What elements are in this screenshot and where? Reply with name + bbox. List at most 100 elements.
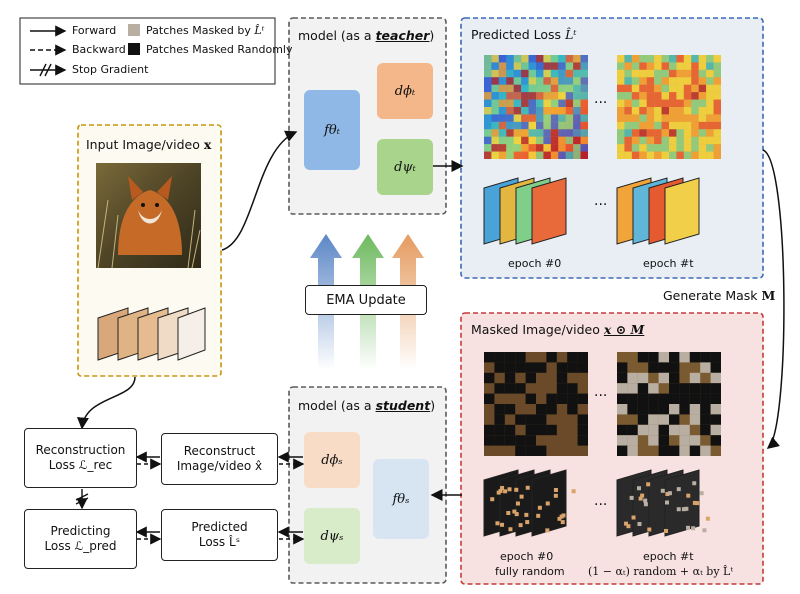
masked-patch <box>494 404 505 415</box>
heatmap-cell <box>521 136 529 145</box>
heatmap-cell <box>617 84 625 93</box>
masked-patch <box>484 424 495 436</box>
heatmap-cell <box>646 99 655 107</box>
heatmap-cell <box>580 99 588 107</box>
masked-patch-loss <box>648 414 659 425</box>
masked-patch <box>515 352 526 363</box>
heatmap-cell <box>498 99 507 107</box>
masked-patch <box>536 424 547 436</box>
heatmap-cell <box>521 107 529 115</box>
video-patch <box>498 488 503 493</box>
heatmap-cell <box>558 62 566 70</box>
heatmap-cell <box>624 99 632 107</box>
heatmap-cell <box>646 121 655 130</box>
heatmap-cell <box>646 151 655 159</box>
masked-patch <box>627 404 638 415</box>
heatmap-cell <box>631 92 640 100</box>
heatmap-cell <box>550 107 559 115</box>
reconstruct-box: Reconstruct Image/video x̂ <box>161 433 278 485</box>
masked-patch <box>689 383 701 394</box>
heatmap-cell <box>617 136 625 145</box>
video-patch <box>503 489 508 494</box>
masked-patch <box>637 383 649 394</box>
heatmap-cell <box>550 114 559 122</box>
video-patch <box>637 521 642 526</box>
heatmap-cell <box>543 107 551 115</box>
heatmap-cell <box>580 69 588 78</box>
masked-patch <box>494 435 505 446</box>
heatmap-cell <box>639 69 647 78</box>
heatmap-cell <box>498 107 507 115</box>
masked-patch <box>515 362 526 373</box>
masked-patch-loss <box>669 424 680 436</box>
video-patch <box>629 495 634 500</box>
heatmap-cell <box>706 121 714 130</box>
heatmap-cell <box>491 107 499 115</box>
heatmap-cell <box>706 151 714 159</box>
masked-patch <box>637 393 649 404</box>
masked-patch <box>504 383 516 394</box>
masked-patch <box>710 383 721 394</box>
heatmap-cell <box>506 62 514 70</box>
masked-patch <box>504 362 516 373</box>
heatmap-cell <box>558 114 566 122</box>
heatmap-cell <box>706 55 714 63</box>
heatmap-cell <box>654 77 662 85</box>
video-patch <box>636 486 641 491</box>
video-patch <box>692 481 697 486</box>
masked-patch <box>669 383 680 394</box>
heatmap-cell <box>646 92 655 100</box>
masked-patch <box>525 393 536 404</box>
heatmap-cell <box>536 136 544 145</box>
heatmap-cell <box>580 121 588 130</box>
heatmap-cell <box>550 99 559 107</box>
masked-video-epocht <box>616 469 710 537</box>
masked-patch <box>525 362 536 373</box>
masked-patch <box>658 435 669 446</box>
heatmap-cell <box>528 136 536 145</box>
heatmap-cell <box>550 62 559 70</box>
heatmap-cell <box>646 69 655 78</box>
video-patch <box>490 497 495 502</box>
heatmap-cell <box>573 84 581 93</box>
masked-epocht-label: epoch #t <box>643 550 694 563</box>
masked-patch <box>710 435 721 446</box>
heatmap-cell <box>513 62 522 70</box>
heatmap-cell <box>573 121 581 130</box>
heatmap-cell <box>506 77 514 85</box>
heatmap-cell <box>624 107 632 115</box>
heatmap-cell <box>550 55 559 63</box>
heatmap-cell <box>521 77 529 85</box>
heatmap-cell <box>491 62 499 70</box>
heatmap-cell <box>676 92 684 100</box>
heatmap-cell <box>654 114 662 122</box>
heatmap-cell <box>669 77 677 85</box>
heatmap-cell <box>617 77 625 85</box>
heatmap-cell <box>646 55 655 63</box>
heatmap-cell <box>691 144 699 152</box>
heatmap-cell <box>521 99 529 107</box>
video-patch <box>646 482 651 487</box>
masked-patch-loss <box>710 424 721 436</box>
video-patch <box>643 498 648 503</box>
masked-patch <box>484 393 495 404</box>
masked-patch <box>504 352 516 363</box>
generate-mask-label: Generate Mask M <box>663 288 776 303</box>
heatmap-cell <box>521 114 529 122</box>
video-patch <box>676 507 681 512</box>
heatmap-cell <box>573 69 581 78</box>
heatmap-cell <box>498 136 507 145</box>
heatmap-cell <box>683 55 692 63</box>
heatmap-cell <box>543 151 551 159</box>
heatmap-cell <box>631 121 640 130</box>
heatmap-cell <box>543 62 551 70</box>
heatmap-cell <box>639 129 647 137</box>
masked-patch-loss <box>637 372 649 384</box>
masked-patch <box>515 445 526 456</box>
heatmap-cell <box>513 77 522 85</box>
heatmap-cell <box>565 107 574 115</box>
heatmap-cell <box>669 84 677 93</box>
heatmap-cell <box>683 107 692 115</box>
heatmap-cell <box>624 84 632 93</box>
heatmap-cell <box>669 121 677 130</box>
